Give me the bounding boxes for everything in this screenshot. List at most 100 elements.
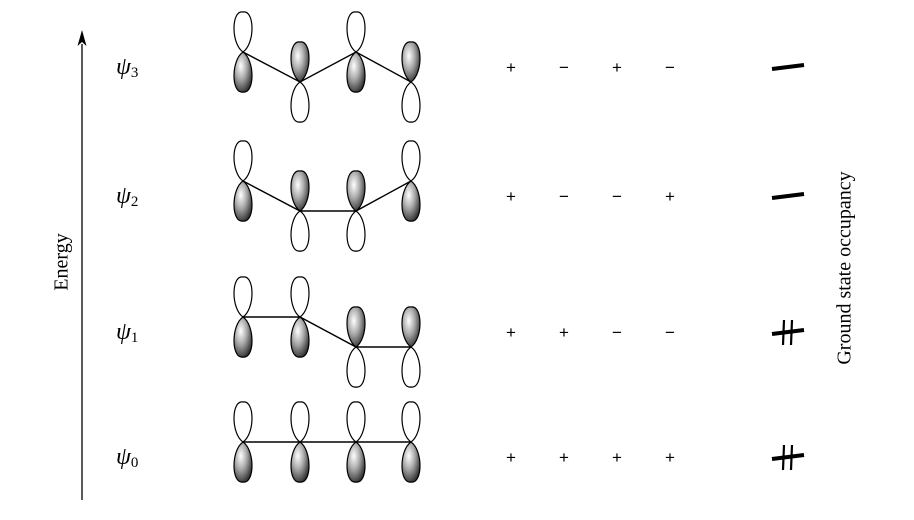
psi-index: 3 (130, 65, 139, 81)
orbital-lobe-open (401, 140, 421, 182)
p-orbital (401, 41, 421, 123)
phase-sign: − (559, 58, 569, 77)
psi-symbol: ψ (116, 54, 131, 80)
orbital-lobe-shaded (233, 316, 253, 358)
orbital-lobe-open (233, 276, 253, 318)
p-orbital (233, 140, 253, 222)
phase-sign: + (506, 323, 516, 342)
phase-sign: − (612, 323, 622, 342)
orbital-lobe-open (401, 346, 421, 388)
phase-sign: + (506, 187, 516, 206)
p-orbital (401, 140, 421, 222)
orbital-lobe-shaded (401, 41, 421, 83)
psi-label: ψ3 (116, 55, 138, 82)
psi-index: 2 (130, 194, 139, 210)
phase-sign: − (665, 58, 675, 77)
psi-label: ψ0 (116, 445, 138, 472)
phase-sign: + (612, 58, 622, 77)
orbital-lobe-open (346, 210, 366, 252)
orbital-lobe-open (290, 210, 310, 252)
phase-sign: + (559, 323, 569, 342)
orbital-lobe-open (401, 401, 421, 443)
filled-level-bar (771, 453, 805, 461)
empty-level-bar (771, 192, 805, 200)
orbital-lobe-shaded (290, 316, 310, 358)
p-orbital (290, 401, 310, 483)
electron-spin-up (781, 444, 786, 471)
psi-index: 1 (130, 330, 139, 346)
p-orbital (233, 11, 253, 93)
electron-spin-down (789, 319, 794, 346)
orbital-lobe-shaded (346, 306, 366, 348)
psi-label: ψ1 (116, 320, 138, 347)
p-orbital (290, 276, 310, 358)
energy-level-3 (233, 11, 805, 123)
orbital-lobe-shaded (290, 41, 310, 83)
energy-level-2 (233, 140, 805, 252)
p-orbital (233, 276, 253, 358)
phase-sign: + (559, 448, 569, 467)
orbital-lobe-shaded (346, 441, 366, 483)
levels-layer (233, 11, 805, 483)
phase-sign: + (612, 448, 622, 467)
filled-level-bar (771, 328, 805, 336)
orbital-lobe-shaded (401, 180, 421, 222)
orbital-lobe-shaded (233, 180, 253, 222)
orbital-lobe-shaded (233, 441, 253, 483)
phase-sign: + (506, 58, 516, 77)
psi-symbol: ψ (116, 444, 131, 470)
p-orbital (233, 401, 253, 483)
psi-symbol: ψ (116, 319, 131, 345)
occupancy-mark (771, 319, 805, 346)
orbital-lobe-shaded (346, 51, 366, 93)
psi-index: 0 (130, 455, 139, 471)
orbital-lobe-open (233, 11, 253, 53)
phase-sign: − (612, 187, 622, 206)
p-orbital (401, 401, 421, 483)
energy-axis-arrowhead (77, 30, 87, 46)
p-orbital (346, 170, 366, 252)
orbital-lobe-shaded (401, 441, 421, 483)
orbital-lobe-open (290, 401, 310, 443)
phase-sign: − (665, 323, 675, 342)
p-orbital (401, 306, 421, 388)
orbital-lobe-open (290, 276, 310, 318)
phase-sign: + (665, 448, 675, 467)
energy-level-0 (233, 401, 805, 483)
carbon-backbone (242, 51, 412, 83)
orbital-lobe-open (346, 11, 366, 53)
occupancy-axis-label: Ground state occupancy (833, 171, 856, 365)
occupancy-mark (771, 192, 805, 200)
orbital-lobe-open (290, 81, 310, 123)
orbital-lobe-shaded (233, 51, 253, 93)
p-orbital (346, 306, 366, 388)
occupancy-mark (771, 63, 805, 71)
occupancy-mark (771, 444, 805, 471)
energy-axis-label: Energy (50, 233, 73, 291)
electron-spin-up (781, 319, 786, 346)
orbital-lobe-open (233, 140, 253, 182)
phase-sign: + (665, 187, 675, 206)
orbital-lobe-shaded (290, 170, 310, 212)
p-orbital (290, 170, 310, 252)
carbon-backbone (242, 180, 412, 212)
empty-level-bar (771, 63, 805, 71)
orbital-lobe-shaded (401, 306, 421, 348)
p-orbital (346, 401, 366, 483)
orbital-lobe-open (346, 346, 366, 388)
orbital-lobe-open (346, 401, 366, 443)
orbital-lobe-open (401, 81, 421, 123)
energy-level-1 (233, 276, 805, 388)
phase-sign: + (506, 448, 516, 467)
psi-label: ψ2 (116, 184, 138, 211)
orbital-lobe-shaded (290, 441, 310, 483)
psi-symbol: ψ (116, 183, 131, 209)
orbital-lobe-open (233, 401, 253, 443)
orbital-lobe-shaded (346, 170, 366, 212)
energy-axis (77, 30, 87, 500)
carbon-backbone (243, 316, 411, 348)
p-orbital (346, 11, 366, 93)
p-orbital (290, 41, 310, 123)
electron-spin-down (789, 444, 794, 471)
